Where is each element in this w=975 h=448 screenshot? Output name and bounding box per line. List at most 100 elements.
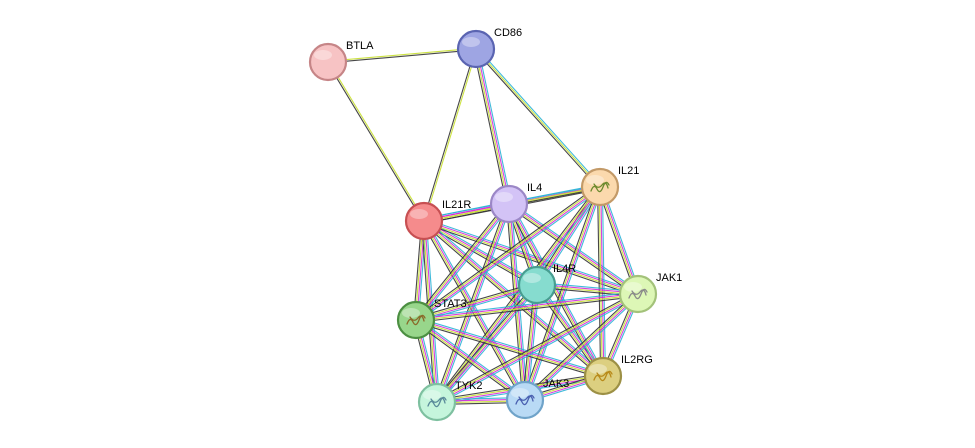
- edge-strand-coexpression: [522, 291, 637, 399]
- edge-strand-coexpression: [522, 186, 599, 400]
- edge-btla-cd86: [327, 47, 477, 64]
- edge-strand-database: [417, 205, 512, 322]
- edge-strand-experimental: [416, 318, 604, 376]
- node-jak1[interactable]: [618, 274, 658, 314]
- edge-strand-textmining: [474, 49, 509, 205]
- node-il21r[interactable]: [404, 201, 444, 241]
- edge-strand-coexpression: [597, 187, 602, 377]
- edge-cd86-il21: [474, 47, 602, 189]
- node-gloss: [410, 209, 428, 219]
- edge-strand-database: [476, 47, 602, 187]
- edge-strand-experimental: [600, 186, 605, 376]
- edge-stat3-jak1: [415, 291, 639, 323]
- node-gloss: [314, 50, 332, 60]
- node-circle: [489, 184, 529, 224]
- edge-strand-experimental: [509, 202, 639, 294]
- node-label-jak1: JAK1: [656, 272, 682, 284]
- edge-il21r-il4r: [422, 218, 539, 288]
- edge-btla-il21r: [326, 61, 426, 222]
- edge-strand-experimental: [525, 187, 602, 401]
- edge-strand-coexpression: [416, 295, 639, 323]
- node-label-il21r: IL21R: [442, 199, 471, 211]
- edge-strand-experimental: [416, 187, 601, 322]
- protein-structure-icon: [593, 370, 613, 382]
- edge-strand-experimental: [525, 285, 539, 401]
- edge-strand-textmining: [416, 294, 639, 322]
- edge-strand-database: [526, 285, 540, 401]
- node-tyk2[interactable]: [417, 382, 457, 422]
- edges-layer: [326, 47, 641, 405]
- node-circle: [456, 29, 496, 69]
- edge-strand-database: [526, 187, 603, 401]
- edge-strand-textmining: [423, 221, 537, 287]
- node-gloss: [495, 192, 513, 202]
- nodes-layer: [308, 29, 658, 422]
- edge-strand-experimental: [437, 204, 511, 403]
- edge-strand-experimental: [416, 204, 511, 321]
- edge-strand-database: [510, 201, 640, 293]
- node-label-il2rg: IL2RG: [621, 354, 653, 366]
- node-circle: [308, 42, 348, 82]
- edge-strand-coexpression: [507, 205, 637, 297]
- edge-strand-database: [415, 291, 638, 319]
- edge-stat3-il2rg: [415, 317, 604, 379]
- node-il4[interactable]: [489, 184, 529, 224]
- edge-strand-experimental: [509, 203, 527, 400]
- edge-strand-database: [438, 286, 540, 404]
- edge-strand-database: [425, 218, 605, 375]
- edge-strand-textmining: [328, 61, 426, 221]
- edge-strand-coexpression: [415, 321, 603, 379]
- node-gloss: [624, 282, 642, 292]
- labels-layer: BTLACD86IL21IL4IL21RIL4RJAK1STAT3IL2RGTY…: [346, 27, 682, 392]
- node-il4r[interactable]: [517, 265, 557, 305]
- node-gloss: [423, 390, 441, 400]
- node-stat3[interactable]: [396, 300, 436, 340]
- edge-strand-textmining: [424, 49, 478, 222]
- node-cd86[interactable]: [456, 29, 496, 69]
- node-il21[interactable]: [580, 167, 620, 207]
- edge-strand-textmining: [414, 203, 509, 320]
- edge-cd86-il4: [473, 48, 512, 205]
- edge-il4-jak1: [507, 201, 640, 297]
- edge-strand-coexpression: [422, 222, 602, 379]
- protein-structure-icon: [628, 288, 648, 300]
- edge-strand-database: [425, 219, 528, 400]
- node-label-tyk2: TYK2: [455, 380, 483, 392]
- node-gloss: [586, 175, 604, 185]
- edge-strand-textmining: [475, 48, 601, 188]
- edge-strand-database: [416, 317, 604, 375]
- edge-strand-textmining: [415, 320, 525, 402]
- edge-strand-textmining: [523, 186, 600, 400]
- edge-strand-coexpression: [326, 62, 424, 222]
- edge-strand-experimental: [437, 294, 639, 404]
- node-btla[interactable]: [308, 42, 348, 82]
- protein-structure-icon: [515, 394, 535, 406]
- edge-strand-textmining: [423, 221, 603, 378]
- node-il2rg[interactable]: [583, 356, 623, 396]
- node-label-btla: BTLA: [346, 40, 374, 52]
- edge-strand-textmining: [598, 187, 603, 377]
- edge-strand-experimental: [476, 48, 511, 204]
- protein-structure-icon: [406, 314, 426, 326]
- edge-strand-coexpression: [328, 49, 477, 64]
- node-label-stat3: STAT3: [434, 298, 467, 310]
- node-gloss: [402, 308, 420, 318]
- node-label-cd86: CD86: [494, 27, 522, 39]
- edge-strand-database: [424, 218, 539, 284]
- edge-strand-coexpression: [435, 291, 638, 401]
- node-label-il4r: IL4R: [553, 263, 576, 275]
- edge-strand-textmining: [327, 47, 476, 62]
- node-gloss: [589, 364, 607, 374]
- edge-strand-database: [417, 317, 527, 399]
- edge-il21-il2rg: [597, 186, 606, 377]
- edge-strand-experimental: [424, 219, 538, 285]
- edge-strand-database: [601, 186, 606, 376]
- node-gloss: [462, 37, 480, 47]
- edge-strand-database: [437, 295, 640, 405]
- protein-structure-icon: [427, 396, 447, 408]
- node-circle: [517, 265, 557, 305]
- edge-il21-stat3: [414, 184, 602, 323]
- edge-cd86-il21r: [422, 48, 478, 222]
- node-jak3[interactable]: [505, 380, 545, 420]
